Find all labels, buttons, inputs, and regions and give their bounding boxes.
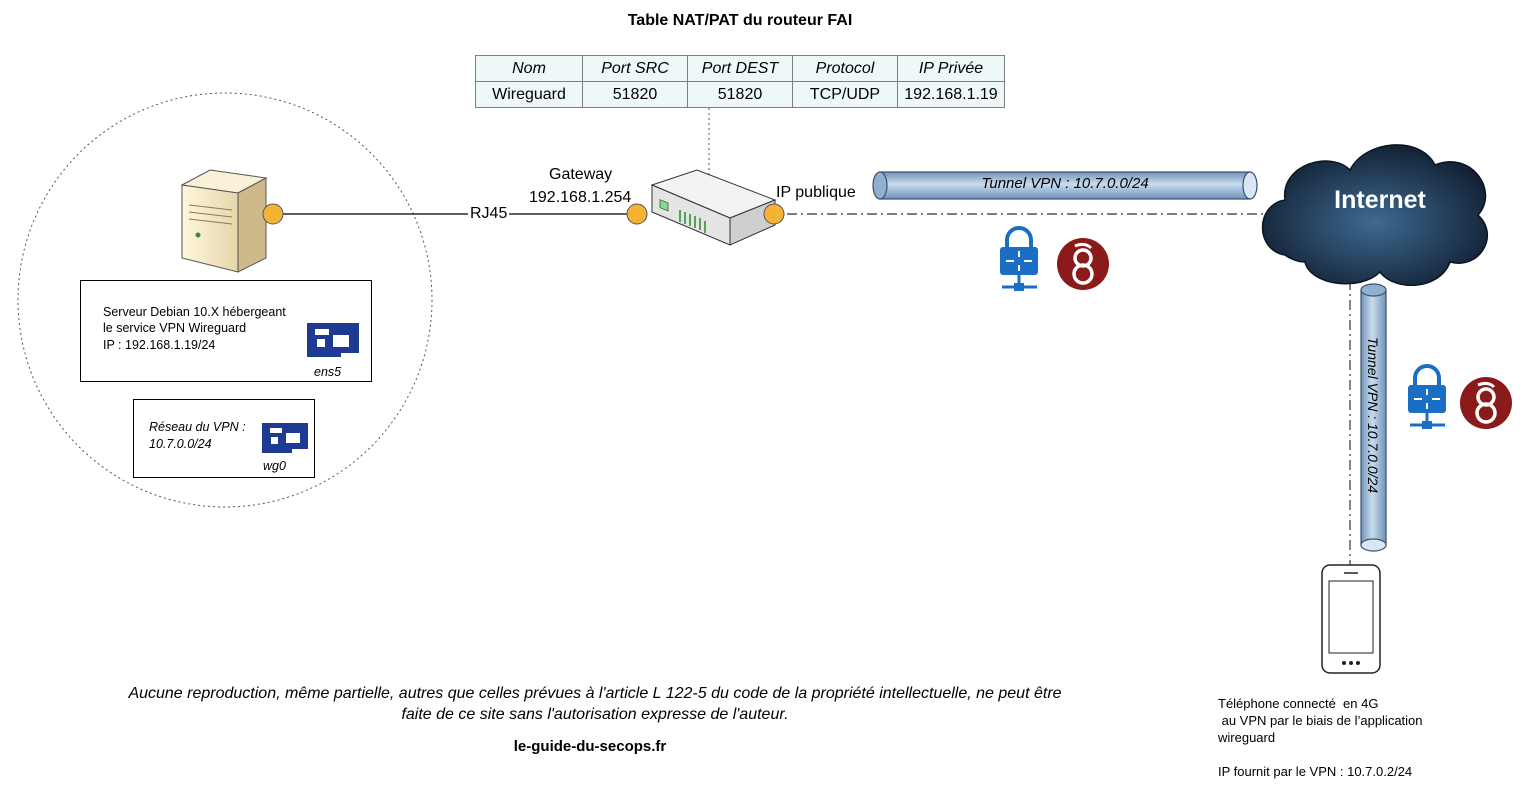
server-zone [17, 92, 433, 508]
copyright-line2: faite de ce site sans l'autorisation exp… [401, 706, 789, 723]
nat-cell: 192.168.1.19 [897, 81, 1005, 108]
nat-header-port-src: Port SRC [582, 55, 688, 82]
cloud-icon [1261, 144, 1489, 286]
phone-note-line4: IP fournit par le VPN : 10.7.0.2/24 [1218, 764, 1413, 779]
copyright-notice: Aucune reproduction, même partielle, aut… [40, 683, 1150, 725]
gateway-ip: 192.168.1.254 [529, 189, 632, 206]
router-lan-port [626, 203, 648, 225]
nat-header-protocol: Protocol [792, 55, 898, 82]
nic-card-icon [262, 423, 308, 453]
phone-note-line2: au VPN par le biais de l’application [1218, 713, 1423, 728]
server-desc-1: Serveur Debian 10.X hébergeant [103, 305, 286, 319]
nic-name-wg0: wg0 [263, 459, 286, 473]
nic-name-ens5: ens5 [314, 365, 342, 379]
nat-header-ip: IP Privée [897, 55, 1005, 82]
vpn-net-line1: Réseau du VPN : [149, 420, 246, 434]
server-port [262, 203, 284, 225]
phone-note-line1: Téléphone connecté en 4G [1218, 696, 1379, 711]
phone-note-line3: wireguard [1218, 730, 1276, 745]
public-ip-label: IP publique [776, 184, 856, 201]
gateway-label: Gateway [549, 166, 613, 183]
internet-label: Internet [1334, 186, 1426, 214]
nat-table-title: Table NAT/PAT du routeur FAI [627, 12, 853, 29]
smartphone-icon [1321, 564, 1381, 674]
tunnel-vertical-label: Tunnel VPN : 10.7.0.0/24 [1365, 336, 1381, 494]
nat-cell: TCP/UDP [792, 81, 898, 108]
nat-header-name: Nom [475, 55, 583, 82]
wireguard-icon [1460, 377, 1512, 429]
router-icon [650, 169, 777, 246]
server-info-box: Serveur Debian 10.X hébergeant le servic… [80, 280, 372, 382]
site-name: le-guide-du-secops.fr [513, 738, 667, 755]
nat-cell: 51820 [582, 81, 688, 108]
nat-header-port-dest: Port DEST [687, 55, 793, 82]
server-icon [180, 169, 268, 273]
phone-note: Téléphone connecté en 4G au VPN par le b… [1218, 695, 1518, 780]
router-wan-port [763, 203, 785, 225]
rj45-label: RJ45 [468, 205, 510, 223]
server-desc-3: IP : 192.168.1.19/24 [103, 338, 216, 352]
nat-cell: Wireguard [475, 81, 583, 108]
server-desc-2: le service VPN Wireguard [103, 321, 247, 335]
vpn-network-box: Réseau du VPN : 10.7.0.0/24 wg0 [133, 399, 315, 478]
vpn-lock-icon [1408, 364, 1446, 429]
tunnel-horizontal [872, 171, 1258, 200]
copyright-line1: Aucune reproduction, même partielle, aut… [128, 685, 1062, 702]
tunnel-horizontal-label: Tunnel VPN : 10.7.0.0/24 [981, 175, 1149, 192]
nat-cell: 51820 [687, 81, 793, 108]
vpn-net-line2: 10.7.0.0/24 [149, 437, 212, 451]
tunnel-vertical [1360, 283, 1387, 552]
table-row: Wireguard 51820 51820 TCP/UDP 192.168.1.… [475, 81, 1005, 108]
nic-card-icon [307, 323, 359, 357]
vpn-lock-icon [1000, 226, 1038, 291]
nat-table: Nom Port SRC Port DEST Protocol IP Privé… [475, 55, 1005, 108]
wireguard-icon [1057, 238, 1109, 290]
